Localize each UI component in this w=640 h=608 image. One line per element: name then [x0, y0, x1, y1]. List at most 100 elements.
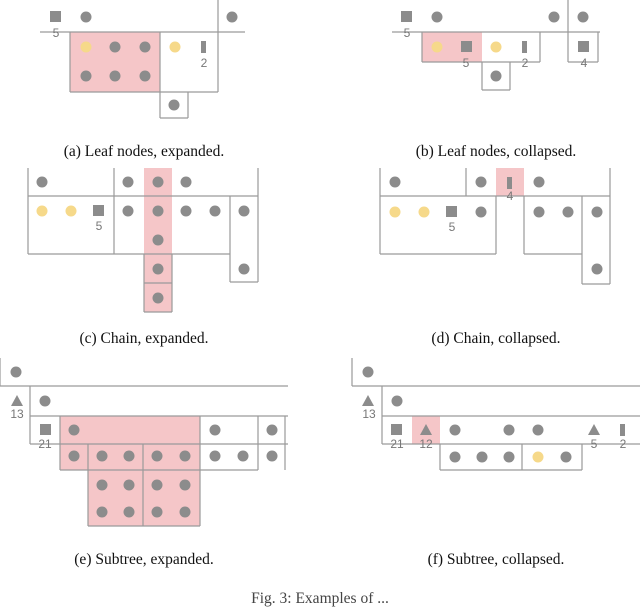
selection-highlight: [70, 32, 160, 92]
caption-b: (b) Leaf nodes, collapsed.: [415, 143, 577, 160]
circle-node-icon: [80, 11, 92, 23]
bar-node-icon: [620, 424, 625, 436]
square-node-icon: [446, 206, 457, 217]
circle-node-icon: [475, 176, 487, 188]
circle-node-icon: [591, 206, 603, 218]
circle-node-icon: [68, 424, 80, 436]
circle-node-icon: [503, 451, 515, 463]
bar-node-icon: [201, 41, 206, 53]
circle-node-icon: [179, 506, 191, 518]
square-node-icon: [461, 41, 472, 52]
panel-a-graphic: 5 2: [40, 0, 245, 119]
node-label: 13: [10, 407, 24, 421]
square-node-icon: [93, 205, 104, 216]
highlight-circle-node-icon: [490, 41, 502, 53]
circle-node-icon: [151, 479, 163, 491]
circle-node-icon: [391, 395, 403, 407]
node-label: 4: [507, 189, 514, 203]
triangle-node-icon: [420, 424, 432, 435]
circle-node-icon: [209, 205, 221, 217]
node-label: 5: [463, 56, 470, 70]
circle-node-icon: [109, 41, 121, 53]
circle-node-icon: [389, 176, 401, 188]
highlight-circle-node-icon: [80, 41, 92, 53]
panel-b-graphic: 5 5 2 4: [392, 0, 600, 91]
bar-node-icon: [507, 177, 512, 189]
bar-node-icon: [522, 41, 527, 53]
circle-node-icon: [266, 450, 278, 462]
circle-node-icon: [503, 424, 515, 436]
circle-node-icon: [152, 263, 164, 275]
caption-e: (e) Subtree, expanded.: [74, 551, 214, 568]
circle-node-icon: [122, 176, 134, 188]
circle-node-icon: [179, 450, 191, 462]
circle-node-icon: [548, 11, 560, 23]
node-label: 12: [419, 437, 433, 451]
circle-node-icon: [449, 451, 461, 463]
circle-node-icon: [152, 205, 164, 217]
square-node-icon: [40, 424, 51, 435]
circle-node-icon: [238, 263, 250, 275]
triangle-node-icon: [588, 424, 600, 435]
caption-f: (f) Subtree, collapsed.: [427, 551, 565, 568]
highlight-circle-node-icon: [65, 205, 77, 217]
circle-node-icon: [180, 176, 192, 188]
circle-node-icon: [179, 479, 191, 491]
circle-node-icon: [123, 450, 135, 462]
circle-node-icon: [152, 234, 164, 246]
circle-node-icon: [139, 70, 151, 82]
square-node-icon: [578, 41, 589, 52]
circle-node-icon: [80, 70, 92, 82]
selection-highlight: [88, 470, 200, 526]
circle-node-icon: [591, 263, 603, 275]
circle-node-icon: [490, 70, 502, 82]
circle-node-icon: [96, 506, 108, 518]
figure-caption: Fig. 3: Examples of ...: [251, 590, 389, 607]
circle-node-icon: [96, 450, 108, 462]
square-node-icon: [401, 11, 412, 22]
square-node-icon: [391, 424, 402, 435]
circle-node-icon: [209, 450, 221, 462]
circle-node-icon: [562, 206, 574, 218]
triangle-node-icon: [11, 395, 23, 406]
panel-f-graphic: 13 21 12 5 2: [351, 358, 640, 471]
circle-node-icon: [123, 479, 135, 491]
node-label: 5: [449, 220, 456, 234]
circle-node-icon: [152, 292, 164, 304]
circle-node-icon: [533, 206, 545, 218]
circle-node-icon: [226, 11, 238, 23]
highlight-circle-node-icon: [431, 41, 443, 53]
circle-node-icon: [238, 205, 250, 217]
node-label: 13: [362, 407, 376, 421]
circle-node-icon: [362, 366, 374, 378]
node-label: 5: [96, 219, 103, 233]
circle-node-icon: [10, 366, 22, 378]
circle-node-icon: [123, 506, 135, 518]
node-label: 5: [591, 437, 598, 451]
circle-node-icon: [577, 11, 589, 23]
circle-node-icon: [96, 479, 108, 491]
circle-node-icon: [151, 506, 163, 518]
highlight-circle-node-icon: [169, 41, 181, 53]
caption-d: (d) Chain, collapsed.: [431, 330, 561, 347]
circle-node-icon: [180, 205, 192, 217]
circle-node-icon: [237, 450, 249, 462]
panel-c-graphic: 5: [27, 168, 259, 313]
panel-d-graphic: 4 5: [379, 168, 611, 285]
node-label: 2: [620, 437, 627, 451]
node-label: 5: [404, 26, 411, 40]
circle-node-icon: [122, 205, 134, 217]
selection-highlight: [60, 416, 200, 470]
triangle-node-icon: [362, 395, 374, 406]
highlight-circle-node-icon: [418, 206, 430, 218]
circle-node-icon: [139, 41, 151, 53]
circle-node-icon: [266, 424, 278, 436]
circle-node-icon: [533, 176, 545, 188]
selection-highlight: [422, 32, 482, 62]
circle-node-icon: [476, 451, 488, 463]
circle-node-icon: [168, 99, 180, 111]
circle-node-icon: [39, 395, 51, 407]
circle-node-icon: [109, 70, 121, 82]
panel-e-graphic: 13 21: [0, 358, 288, 527]
